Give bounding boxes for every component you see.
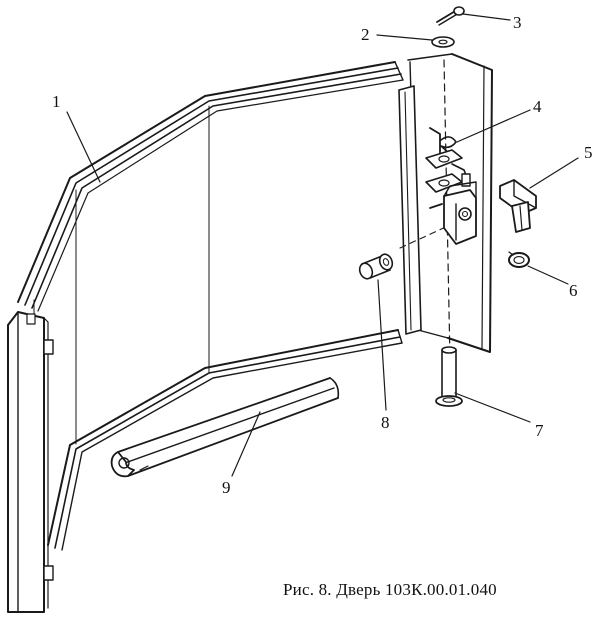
washer xyxy=(431,36,455,48)
hinge-pin xyxy=(435,346,463,407)
callout-4: 4 xyxy=(533,97,542,116)
pin-axis-line xyxy=(399,225,449,249)
callout-5: 5 xyxy=(584,143,593,162)
rubber-seal xyxy=(110,377,340,478)
cotter-pin xyxy=(436,6,465,26)
hinge-bracket xyxy=(425,127,477,245)
door-panel xyxy=(7,53,493,613)
bushing xyxy=(358,253,394,280)
snap-ring xyxy=(508,251,530,268)
callout-2: 2 xyxy=(361,25,370,44)
callout-1: 1 xyxy=(52,92,61,111)
callout-9: 9 xyxy=(222,478,231,497)
callout-8: 8 xyxy=(381,413,390,432)
leader-lines xyxy=(66,13,579,477)
callout-3: 3 xyxy=(513,13,522,32)
figure-caption: Рис. 8. Дверь 103К.00.01.040 xyxy=(283,580,497,599)
latch-bracket xyxy=(499,179,537,233)
callout-6: 6 xyxy=(569,281,578,300)
callout-7: 7 xyxy=(535,421,544,440)
callout-numbers: 1 2 3 4 5 6 7 8 9 xyxy=(52,13,593,497)
